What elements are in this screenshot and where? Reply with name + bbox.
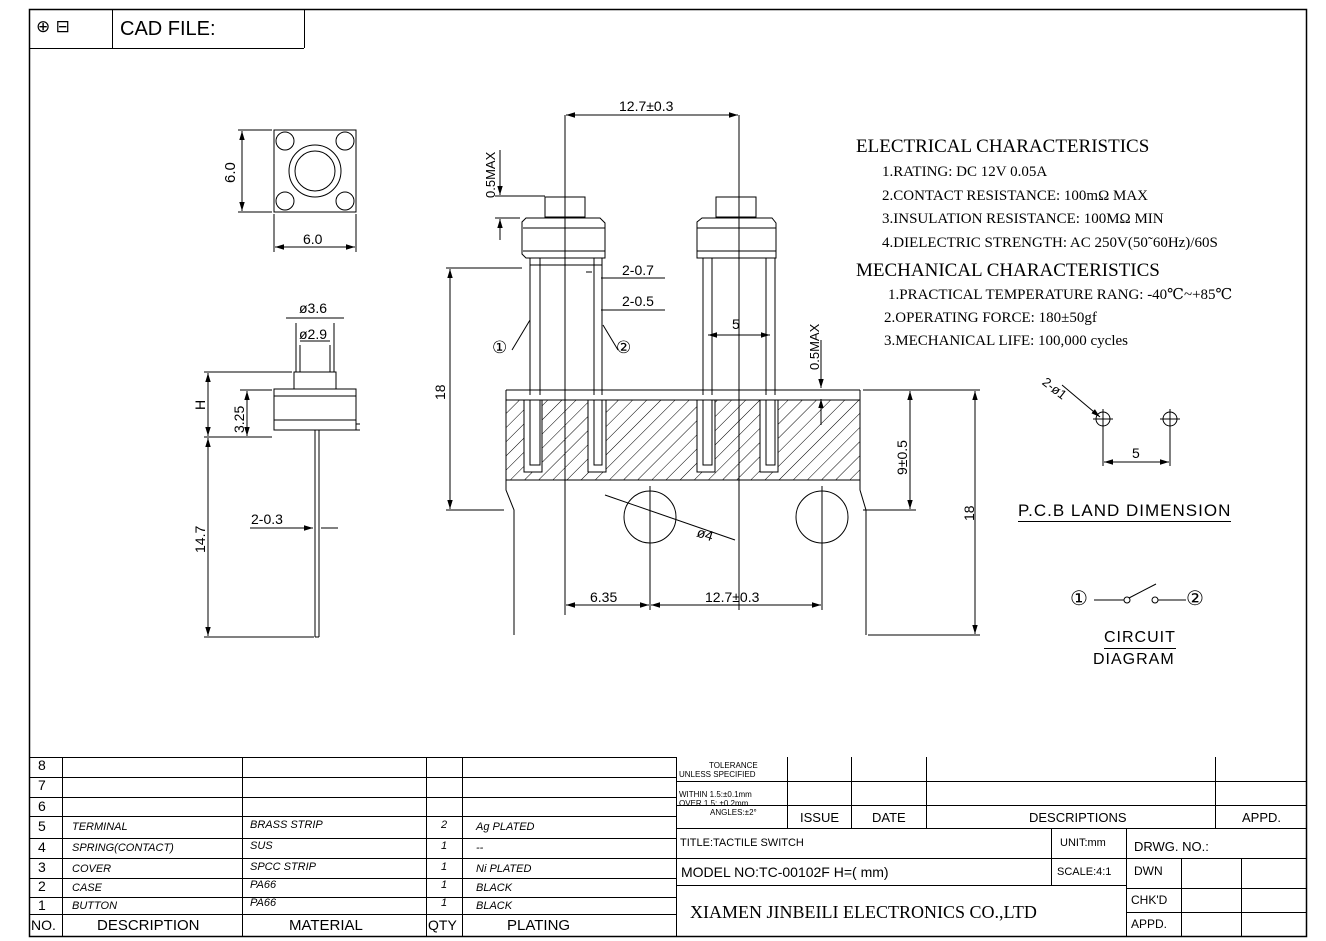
- bom-no: 2: [38, 878, 46, 894]
- circuit-pin-1: ①: [1070, 586, 1088, 610]
- unit-label: UNIT:mm: [1060, 837, 1106, 849]
- bom-plating: BLACK: [476, 882, 513, 894]
- issue-header: ISSUE: [800, 810, 840, 825]
- circuit-pin-2: ②: [1186, 586, 1204, 610]
- bom-no: 5: [38, 818, 46, 834]
- dim-9: 9±0.5: [894, 440, 910, 475]
- circuit-title-2: DIAGRAM: [1093, 651, 1175, 668]
- cad-file-label: CAD FILE:: [120, 18, 216, 40]
- dim-top-width: 6.0: [303, 231, 323, 247]
- bom-header-mat: MATERIAL: [289, 917, 363, 934]
- first-angle-projection-icon: ⊕ ⊟: [36, 17, 70, 37]
- descriptions-header: DESCRIPTIONS: [1029, 810, 1127, 825]
- pin-1-label: ①: [492, 338, 508, 358]
- bom-plating: Ag PLATED: [476, 821, 535, 833]
- dim-diameter-36: ø3.6: [299, 300, 328, 316]
- bom-no: 7: [38, 777, 46, 793]
- bom-qty: 1: [441, 897, 448, 909]
- dim-w05: 2-0.5: [622, 293, 654, 309]
- tolerance-line-3: WITHIN 1.5:±0.1mm: [679, 790, 752, 799]
- bom-plating: --: [476, 842, 484, 854]
- front-view-drawing: [446, 112, 980, 636]
- circuit-title-1: CIRCUIT: [1104, 630, 1176, 649]
- bom-desc: TERMINAL: [72, 821, 128, 833]
- tolerance-line-4: OVER 1.5: ±0.2mm: [679, 799, 749, 808]
- scale-label: SCALE:4:1: [1057, 866, 1112, 878]
- tolerance-line-2: UNLESS SPECIFIED: [679, 770, 756, 779]
- appd-label: APPD.: [1131, 917, 1168, 931]
- bom-mat: SUS: [250, 840, 273, 852]
- dim-span-bottom: 12.7±0.3: [705, 589, 760, 605]
- mechanical-item-2: 2.OPERATING FORCE: 180±50gf: [884, 310, 1097, 326]
- pin-2-label: ②: [616, 338, 632, 358]
- electrical-item-1: 1.RATING: DC 12V 0.05A: [882, 164, 1048, 180]
- dim-w07: 2-0.7: [622, 262, 654, 278]
- bom-desc: CASE: [72, 882, 102, 894]
- bom-desc: BUTTON: [72, 900, 118, 912]
- side-view-drawing: [204, 317, 360, 638]
- mechanical-item-1: 1.PRACTICAL TEMPERATURE RANG: -40℃~+85℃: [888, 287, 1233, 303]
- pcb-land-title: P.C.B LAND DIMENSION: [1018, 501, 1232, 522]
- bom-qty: 2: [441, 819, 448, 831]
- title-block-grid: [676, 757, 1306, 936]
- bom-table-grid: [29, 757, 677, 936]
- bom-header-no: NO.: [31, 917, 56, 933]
- circuit-symbol: [1094, 583, 1186, 604]
- appd-header: APPD.: [1242, 810, 1282, 825]
- chkd-label: CHK'D: [1131, 893, 1168, 907]
- dim-diameter-29: ø2.9: [299, 326, 328, 342]
- electrical-item-2: 2.CONTACT RESISTANCE: 100mΩ MAX: [882, 188, 1148, 204]
- bom-header-desc: DESCRIPTION: [97, 917, 200, 934]
- bom-no: 4: [38, 839, 46, 855]
- electrical-item-3: 3.INSULATION RESISTANCE: 100MΩ MIN: [882, 211, 1164, 227]
- company-name: XIAMEN JINBEILI ELECTRONICS CO.,LTD: [690, 902, 1037, 922]
- dim-05max-left: 0.5MAX: [483, 151, 498, 198]
- bom-desc: COVER: [72, 863, 112, 875]
- mechanical-title: MECHANICAL CHARACTERISTICS: [856, 260, 1160, 281]
- mechanical-item-3: 3.MECHANICAL LIFE: 100,000 cycles: [884, 333, 1128, 349]
- bom-qty: 1: [441, 840, 448, 852]
- bom-qty: 1: [441, 861, 448, 873]
- bom-header-qty: QTY: [428, 917, 457, 933]
- tolerance-line-1: TOLERANCE: [709, 761, 758, 770]
- bom-mat: PA66: [250, 879, 277, 891]
- bom-mat: SPCC STRIP: [250, 861, 317, 873]
- top-view-drawing: [238, 129, 357, 252]
- dim-635: 6.35: [590, 589, 618, 605]
- dim-pitch: 5: [732, 316, 740, 332]
- bom-no: 1: [38, 897, 46, 913]
- drawing-title: TITLE:TACTILE SWITCH: [680, 837, 804, 849]
- dim-top-height: 6.0: [222, 162, 239, 183]
- dim-18-right: 18: [961, 505, 977, 521]
- bom-mat: PA66: [250, 897, 277, 909]
- pcb-pitch-label: 5: [1132, 445, 1140, 461]
- dim-325: 3.25: [231, 405, 247, 433]
- dim-05max-right: 0.5MAX: [807, 323, 822, 370]
- dim-h: H: [192, 399, 208, 410]
- drawing-number-label: DRWG. NO.:: [1134, 839, 1209, 854]
- model-number: MODEL NO:TC-00102F H=( mm): [681, 864, 889, 880]
- bom-header-plating: PLATING: [507, 917, 571, 934]
- dwn-label: DWN: [1134, 864, 1163, 878]
- bom-no: 3: [38, 859, 46, 875]
- bom-no: 6: [38, 798, 46, 814]
- bom-desc: SPRING(CONTACT): [72, 842, 174, 854]
- dim-span-top: 12.7±0.3: [619, 98, 674, 114]
- pcb-land-drawing: [1061, 384, 1180, 466]
- bom-qty: 1: [441, 879, 448, 891]
- dim-18-left: 18: [432, 384, 448, 400]
- bom-no: 8: [38, 757, 46, 773]
- date-header: DATE: [872, 810, 906, 825]
- dim-147: 14.7: [192, 525, 208, 553]
- tolerance-line-5: ANGLES:±2°: [710, 808, 757, 817]
- dim-lead: 2-0.3: [251, 511, 283, 527]
- electrical-title: ELECTRICAL CHARACTERISTICS: [856, 136, 1150, 157]
- bom-plating: BLACK: [476, 900, 513, 912]
- electrical-item-4: 4.DIELECTRIC STRENGTH: AC 250V(50˜60Hz)/…: [882, 235, 1218, 251]
- bom-mat: BRASS STRIP: [250, 819, 323, 831]
- bom-plating: Ni PLATED: [476, 863, 532, 875]
